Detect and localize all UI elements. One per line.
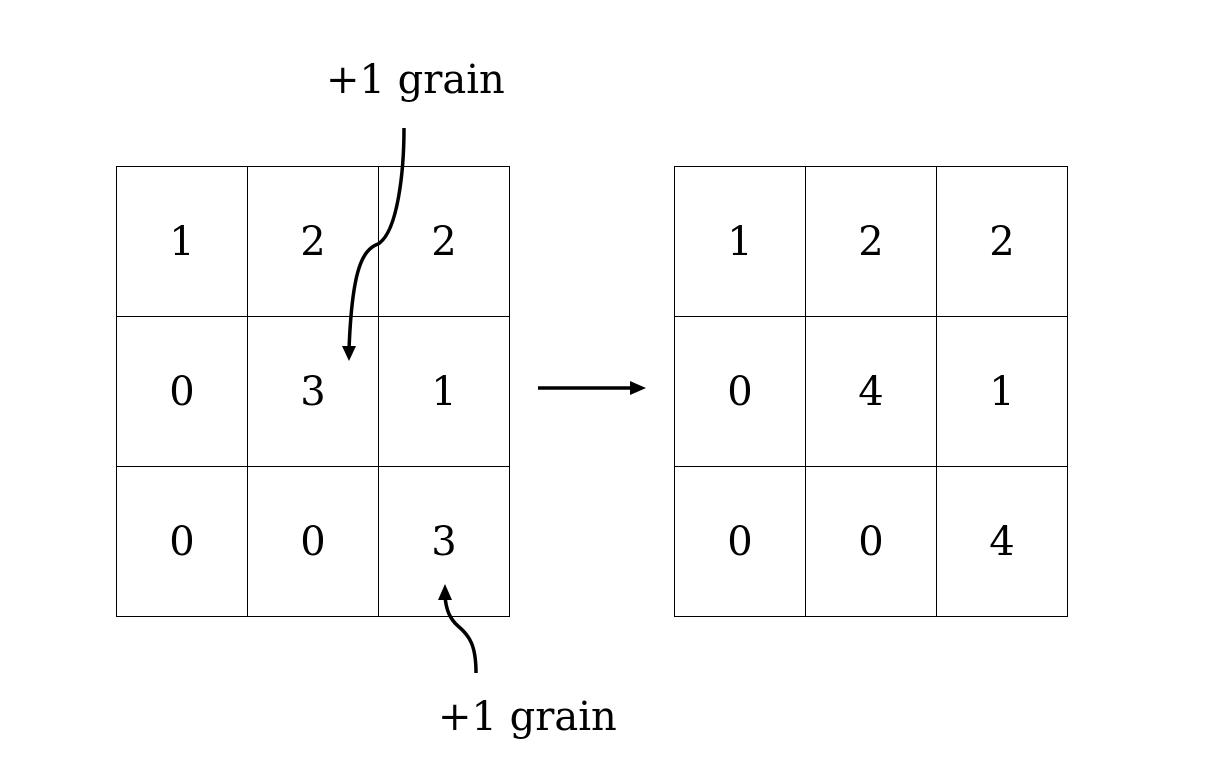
after-cell: 0	[806, 467, 937, 617]
after-cell: 4	[806, 317, 937, 467]
before-cell: 3	[379, 467, 510, 617]
before-cell: 2	[379, 167, 510, 317]
before-cell: 3	[248, 317, 379, 467]
before-cell: 2	[248, 167, 379, 317]
after-cell: 4	[937, 467, 1068, 617]
before-cell: 0	[248, 467, 379, 617]
transition-arrow-head	[630, 381, 646, 395]
before-grid: 1 2 2 0 3 1 0 0 3	[116, 166, 510, 617]
grain-label-bottom: +1 grain	[438, 694, 617, 740]
before-cell: 0	[117, 317, 248, 467]
grain-label-top: +1 grain	[326, 57, 505, 103]
after-cell: 1	[675, 167, 806, 317]
before-cell: 1	[379, 317, 510, 467]
after-cell: 0	[675, 467, 806, 617]
after-cell: 2	[937, 167, 1068, 317]
after-grid: 1 2 2 0 4 1 0 0 4	[674, 166, 1068, 617]
after-cell: 0	[675, 317, 806, 467]
before-cell: 1	[117, 167, 248, 317]
after-cell: 2	[806, 167, 937, 317]
after-cell: 1	[937, 317, 1068, 467]
before-cell: 0	[117, 467, 248, 617]
